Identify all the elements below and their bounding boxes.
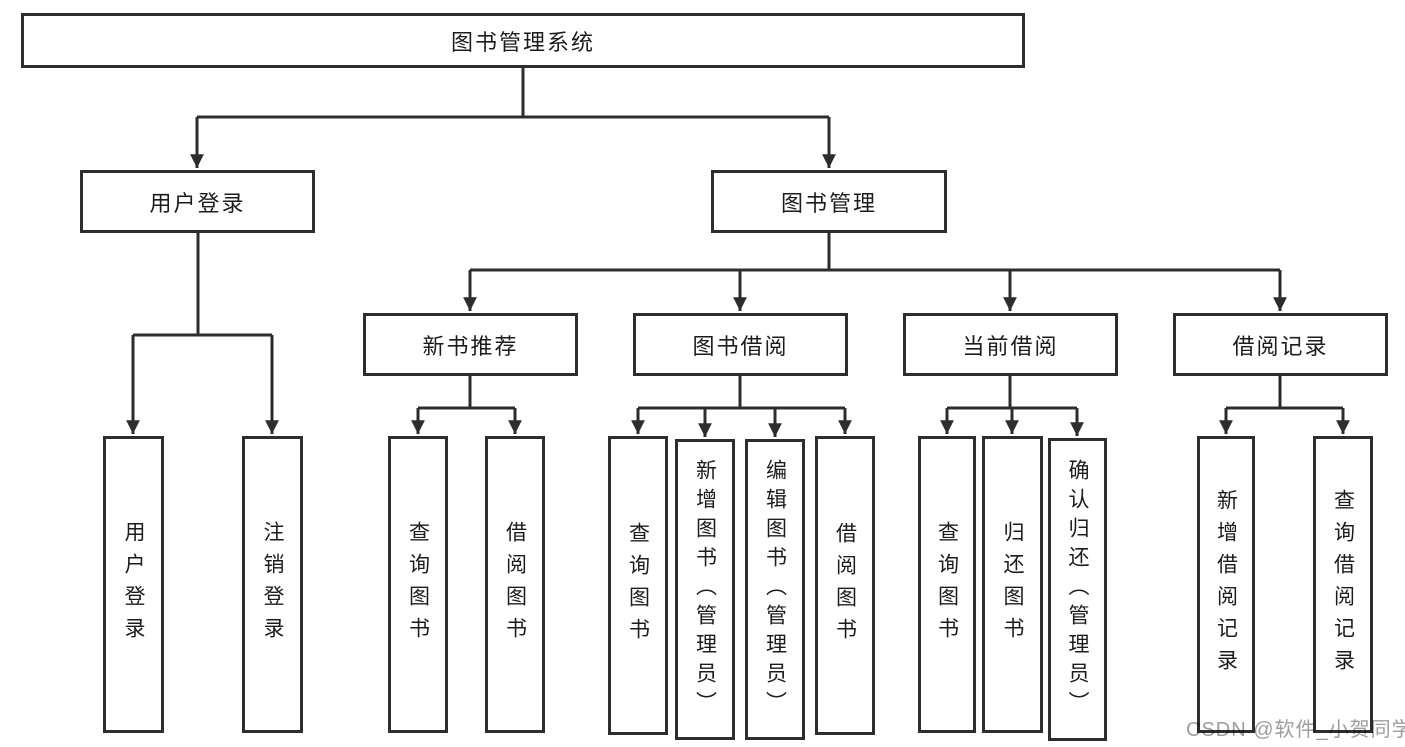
node-book-borrow: 图书借阅 xyxy=(633,313,848,376)
node-label: 查询借阅记录 xyxy=(1331,488,1355,681)
node-label: 新增图书（管理员） xyxy=(693,459,717,720)
node-label: 确认归还（管理员） xyxy=(1066,459,1089,720)
node-new-book-recommend: 新书推荐 xyxy=(363,313,578,376)
node-label: 借阅图书 xyxy=(833,521,857,650)
node-leaf-logout: 注销登录 xyxy=(242,436,303,733)
node-borrow-records: 借阅记录 xyxy=(1173,313,1388,376)
node-label: 注销登录 xyxy=(261,520,284,649)
node-label: 图书管理 xyxy=(780,190,877,216)
node-label: 图书管理系统 xyxy=(450,29,595,55)
node-label: 查询图书 xyxy=(935,520,959,649)
node-library-management-system: 图书管理系统 xyxy=(21,13,1025,68)
node-book-management: 图书管理 xyxy=(711,170,947,233)
node-label: 查询图书 xyxy=(626,521,650,650)
node-current-borrow: 当前借阅 xyxy=(903,313,1118,376)
node-leaf-query-book-rec: 查询图书 xyxy=(388,436,448,733)
node-leaf-query-book-bb: 查询图书 xyxy=(608,436,668,735)
node-leaf-user-login: 用户登录 xyxy=(103,436,164,733)
node-label: 借阅图书 xyxy=(503,520,527,649)
node-leaf-add-borrow-record: 新增借阅记录 xyxy=(1197,436,1255,733)
node-leaf-borrow-book-rec: 借阅图书 xyxy=(485,436,545,733)
node-leaf-borrow-book-bb: 借阅图书 xyxy=(815,436,875,735)
node-label: 用户登录 xyxy=(149,190,246,216)
node-leaf-query-book-cb: 查询图书 xyxy=(918,436,976,733)
node-label: 编辑图书（管理员） xyxy=(763,459,787,720)
node-label: 图书借阅 xyxy=(692,333,789,359)
node-label: 新增借阅记录 xyxy=(1214,488,1238,681)
node-leaf-query-borrow-record: 查询借阅记录 xyxy=(1313,436,1373,733)
node-leaf-return-book: 归还图书 xyxy=(982,436,1043,733)
node-leaf-confirm-return-admin: 确认归还（管理员） xyxy=(1048,438,1107,741)
node-label: 查询图书 xyxy=(406,520,430,649)
node-label: 用户登录 xyxy=(122,520,145,649)
node-leaf-add-book-admin: 新增图书（管理员） xyxy=(675,439,735,740)
node-leaf-edit-book-admin: 编辑图书（管理员） xyxy=(745,439,805,740)
node-label: 借阅记录 xyxy=(1232,333,1329,359)
node-label: 当前借阅 xyxy=(962,333,1059,359)
node-label: 新书推荐 xyxy=(422,333,519,359)
csdn-watermark: CSDN @软件_小贺同学 xyxy=(1186,719,1405,741)
node-user-login: 用户登录 xyxy=(80,170,315,233)
node-label: 归还图书 xyxy=(1001,520,1024,649)
